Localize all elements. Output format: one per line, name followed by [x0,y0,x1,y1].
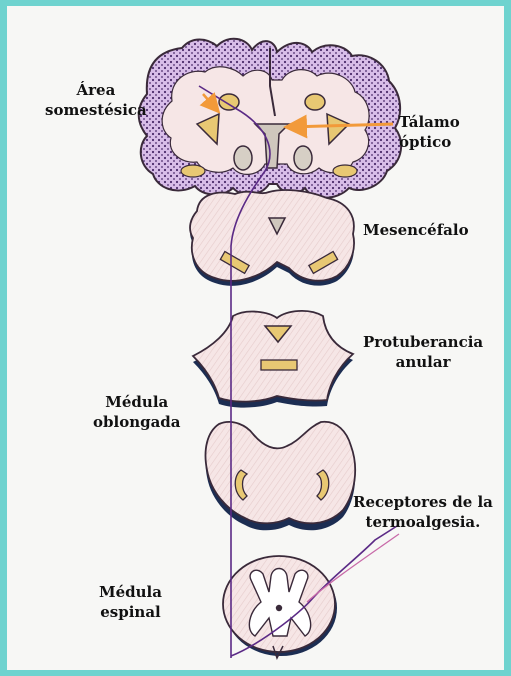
label-medula-oblongada: Médula oblongada [93,392,181,432]
brain-section [139,39,401,198]
midbrain-section [190,190,354,286]
left-caudate [219,94,239,110]
spinal-cord-section [223,556,337,658]
label-talamo-line1: Tálamo [399,112,460,132]
label-area-line1: Área [45,80,147,100]
label-medula-espinal: Médula espinal [99,582,162,622]
label-oblongada-line2: oblongada [93,412,181,432]
diagram-frame: Área somestésica Tálamo óptico Mesencéfa… [7,6,504,670]
label-oblongada-line1: Médula [93,392,181,412]
label-area-somestesica: Área somestésica [45,80,147,120]
left-thalamus [234,146,252,170]
label-receptores-line1: Receptores de la [353,492,493,512]
label-receptores-termoalgesia: Receptores de la termoalgesia. [353,492,493,532]
right-thalamus [294,146,312,170]
label-protuberancia-line2: anular [363,352,483,372]
label-mesencefalo: Mesencéfalo [363,220,469,240]
label-talamo-optico: Tálamo óptico [399,112,460,152]
label-protuberancia-anular: Protuberancia anular [363,332,483,372]
label-area-line2: somestésica [45,100,147,120]
medulla-section [206,422,356,530]
pons-section [193,311,353,408]
label-espinal-line1: Médula [99,582,162,602]
label-espinal-line2: espinal [99,602,162,622]
right-caudate [305,94,325,110]
label-talamo-line2: óptico [399,132,460,152]
label-protuberancia-line1: Protuberancia [363,332,483,352]
label-receptores-line2: termoalgesia. [353,512,493,532]
